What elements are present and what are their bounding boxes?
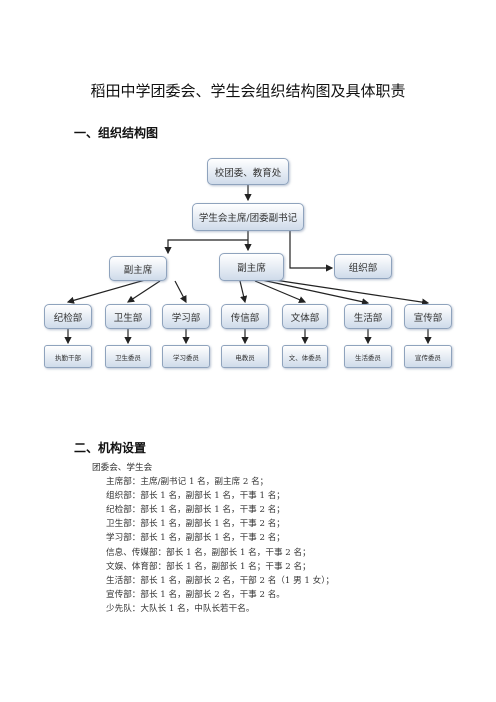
leaf-duty-cadre: 执勤干部 (44, 345, 92, 368)
node-dept-health: 卫生部 (105, 304, 151, 329)
leaf-living-member: 生活委员 (344, 345, 392, 368)
leaf-sports-member: 文、体委员 (282, 345, 328, 368)
setup-line: 纪检部：部长 1 名，副部长 1 名，干事 2 名； (106, 505, 285, 516)
leaf-publicity-member: 宣传委员 (404, 345, 452, 368)
document-title: 稻田中学团委会、学生会组织结构图及具体职责 (90, 82, 406, 100)
connector-vpl-dept3 (174, 280, 187, 304)
connector-vpl-dept1 (66, 279, 146, 304)
node-dept-discipline: 纪检部 (44, 304, 92, 329)
connector-to-org-dept (289, 231, 334, 272)
setup-line: 学习部：部长 1 名，副部长 1 名，干事 2 名； (106, 533, 285, 544)
setup-heading: 团委会、学生会 (92, 463, 153, 473)
leaf-health-member: 卫生委员 (105, 345, 151, 368)
connector-vpr-dept4 (239, 280, 248, 304)
node-vice-president-right: 副主席 (219, 253, 284, 281)
section-heading-setup: 二、机构设置 (74, 441, 147, 455)
org-chart: 校团委、教育处 学生会主席/团委副书记 副主席 副主席 组织部 纪检部 卫生部 … (44, 158, 452, 368)
setup-line: 信息、传媒部：部长 1 名，副部长 1 名，干事 2 名； (106, 547, 311, 558)
section-heading-structure: 一、组织结构图 (74, 126, 159, 140)
setup-line: 文娱、体育部：部长 1 名，副部长 1 名；干事 2 名； (106, 561, 311, 572)
setup-line: 宣传部：部长 1 名，副部长 2 名，干事 2 名。 (106, 589, 285, 600)
setup-line: 组织部：部长 1 名，副部长 1 名，干事 1 名； (106, 491, 285, 502)
node-dept-sports: 文体部 (282, 304, 328, 329)
node-president: 学生会主席/团委副书记 (192, 203, 304, 231)
connector-vpr-dept7 (267, 278, 430, 306)
setup-list: 团委会、学生会 主席部：主席/副书记 1 名，副主席 2 名； 组织部：部长 1… (92, 461, 334, 616)
node-dept-media: 传信部 (221, 304, 269, 329)
setup-line: 卫生部：部长 1 名，副部长 1 名，干事 2 名； (106, 519, 285, 530)
setup-line: 主席部：主席/副书记 1 名，副主席 2 名； (106, 477, 269, 488)
node-dept-study: 学习部 (162, 304, 210, 329)
leaf-study-member: 学习委员 (162, 345, 210, 368)
node-dept-publicity: 宣传部 (404, 304, 452, 329)
node-top-office: 校团委、教育处 (207, 158, 289, 185)
setup-line: 生活部：部长 1 名，副部长 2 名，干部 2 名（1 男 1 女）； (106, 575, 335, 586)
node-org-dept: 组织部 (334, 254, 392, 279)
node-vice-president-left: 副主席 (109, 256, 167, 281)
setup-line: 少先队：大队长 1 名，中队长若干名。 (106, 603, 255, 614)
org-chart-connectors (64, 185, 432, 345)
connector-vpr-dept5 (254, 280, 307, 303)
connector-to-vp-left (164, 239, 248, 255)
leaf-av-member: 电教员 (221, 345, 269, 368)
connector-vpr-dept6 (261, 279, 370, 306)
connector-vpl-dept2 (126, 280, 161, 303)
node-dept-living: 生活部 (344, 304, 392, 329)
